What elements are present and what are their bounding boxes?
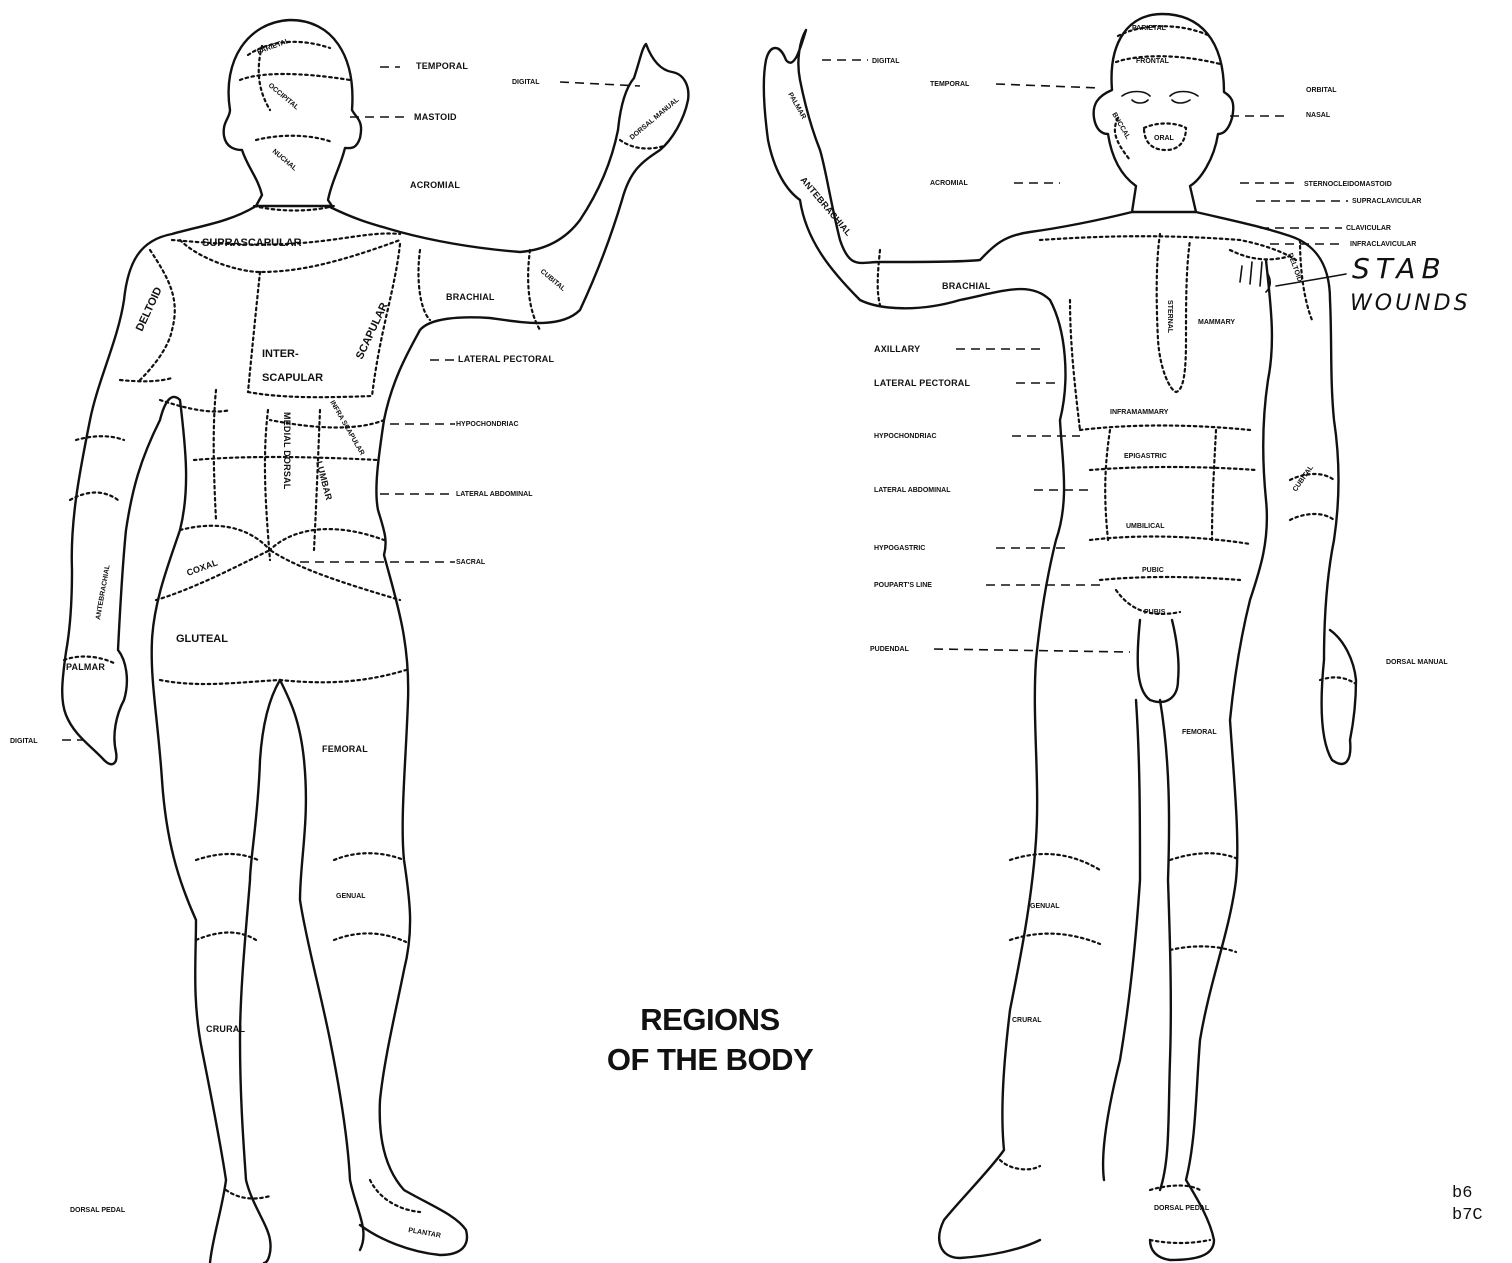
front-brachial-label: BRACHIAL [942,281,991,291]
front-inframammary-label: INFRAMAMMARY [1110,409,1169,416]
front-lateral-pectoral-callout: LATERAL PECTORAL [874,378,971,388]
front-pouparts-line-callout: POUPART'S LINE [874,582,932,589]
title-line-2: OF THE BODY [560,1040,860,1080]
front-lateral-abdominal-callout: LATERAL ABDOMINAL [874,487,951,494]
front-digital-callout: DIGITAL [872,58,900,65]
back-interscapular-label-2: SCAPULAR [262,372,323,384]
front-temporal-callout: TEMPORAL [930,81,970,88]
back-temporal-callout: TEMPORAL [416,61,468,71]
front-infraclavicular-callout: INFRACLAVICULAR [1350,241,1416,248]
back-antebrachial-label: ANTEBRACHIAL [95,564,112,621]
title-line-1: REGIONS [560,1000,860,1040]
back-deltoid-label: DELTOID [134,285,165,333]
diagram-title: REGIONS OF THE BODY [560,1000,860,1080]
back-brachial-label: BRACHIAL [446,292,495,302]
back-digital-side-callout: DIGITAL [10,738,38,745]
front-frontal-label: FRONTAL [1136,58,1170,65]
front-clavicular-callout: CLAVICULAR [1346,225,1391,232]
front-hypochondriac-callout: HYPOCHONDRIAC [874,433,937,440]
front-sternal-label: STERNAL [1166,300,1173,334]
front-epigastric-label: EPIGASTRIC [1124,453,1167,460]
front-crural-label: CRURAL [1012,1017,1042,1024]
back-mastoid-callout: MASTOID [414,112,457,122]
front-oral-label: ORAL [1154,135,1175,142]
back-gluteal-label: GLUTEAL [176,633,228,645]
front-pubic-label: PUBIC [1142,567,1164,574]
back-suprascapular-label: SUPRASCAPULAR [202,237,302,249]
front-supraclavicular-callout: SUPRACLAVICULAR [1352,198,1421,205]
back-lateral-abdominal-callout: LATERAL ABDOMINAL [456,491,533,498]
back-dorsal-pedal-callout: DORSAL PEDAL [70,1207,126,1214]
front-sternocleidomastoid-callout: STERNOCLEIDOMASTOID [1304,181,1392,188]
front-dorsal-manual-callout: DORSAL MANUAL [1386,659,1448,666]
handwritten-line-1: STAB [1352,252,1447,285]
front-orbital-callout: ORBITAL [1306,87,1337,94]
front-femoral-label: FEMORAL [1182,729,1217,736]
front-pudendal-callout: PUDENDAL [870,646,910,653]
handwritten-annotation: STAB WOUNDS [1350,252,1471,316]
callout-leaders [62,60,1348,740]
front-axillary-callout: AXILLARY [874,344,920,354]
back-cubital-label: CUBITAL [539,268,567,293]
back-plantar-label: PLANTAR [408,1227,442,1240]
back-hypochondriac-callout: HYPOCHONDRIAC [456,421,519,428]
back-palmar-label: PALMAR [66,662,105,672]
front-pubis-label: PUBIS [1144,609,1166,616]
back-acromial-callout: ACROMIAL [410,180,460,190]
back-digital-top-callout: DIGITAL [512,79,540,86]
redaction-codes: b6 b7C [1452,1183,1483,1227]
back-lateral-pectoral-callout: LATERAL PECTORAL [458,354,555,364]
front-acromial-callout: ACROMIAL [930,180,968,187]
back-medial-dorsal-label: MEDIAL DORSAL [282,412,292,490]
back-parietal-label: PARIETAL [256,37,291,55]
back-genual-label: GENUAL [336,893,366,900]
back-occipital-label: OCCIPITAL [267,82,301,112]
back-interscapular-label-1: INTER- [262,348,299,360]
front-hypogastric-callout: HYPOGASTRIC [874,545,925,552]
back-femoral-label: FEMORAL [322,744,368,754]
front-mammary-label: MAMMARY [1198,319,1235,326]
back-nuchal-label: NUCHAL [271,148,299,173]
front-deltoid-label: DELTOID [1286,252,1303,283]
front-buccal-label: BUCCAL [1110,112,1131,142]
front-nasal-callout: NASAL [1306,112,1331,119]
back-scapular-label: SCAPULAR [354,301,391,362]
front-genual-label: GENUAL [1030,903,1060,910]
handwritten-line-2: WOUNDS [1350,291,1471,316]
back-coxal-label: COXAL [185,557,219,578]
code-b7c: b7C [1452,1205,1483,1227]
front-parietal-label: PARIETAL [1132,25,1167,32]
front-view-labels: DIGITAL TEMPORAL PARIETAL FRONTAL BUCCAL… [786,25,1448,1212]
back-sacral-callout: SACRAL [456,559,486,566]
front-dorsal-pedal-label: DORSAL PEDAL [1154,1205,1210,1212]
front-umbilical-label: UMBILICAL [1126,523,1165,530]
code-b6: b6 [1452,1183,1483,1205]
back-crural-label: CRURAL [206,1024,245,1034]
